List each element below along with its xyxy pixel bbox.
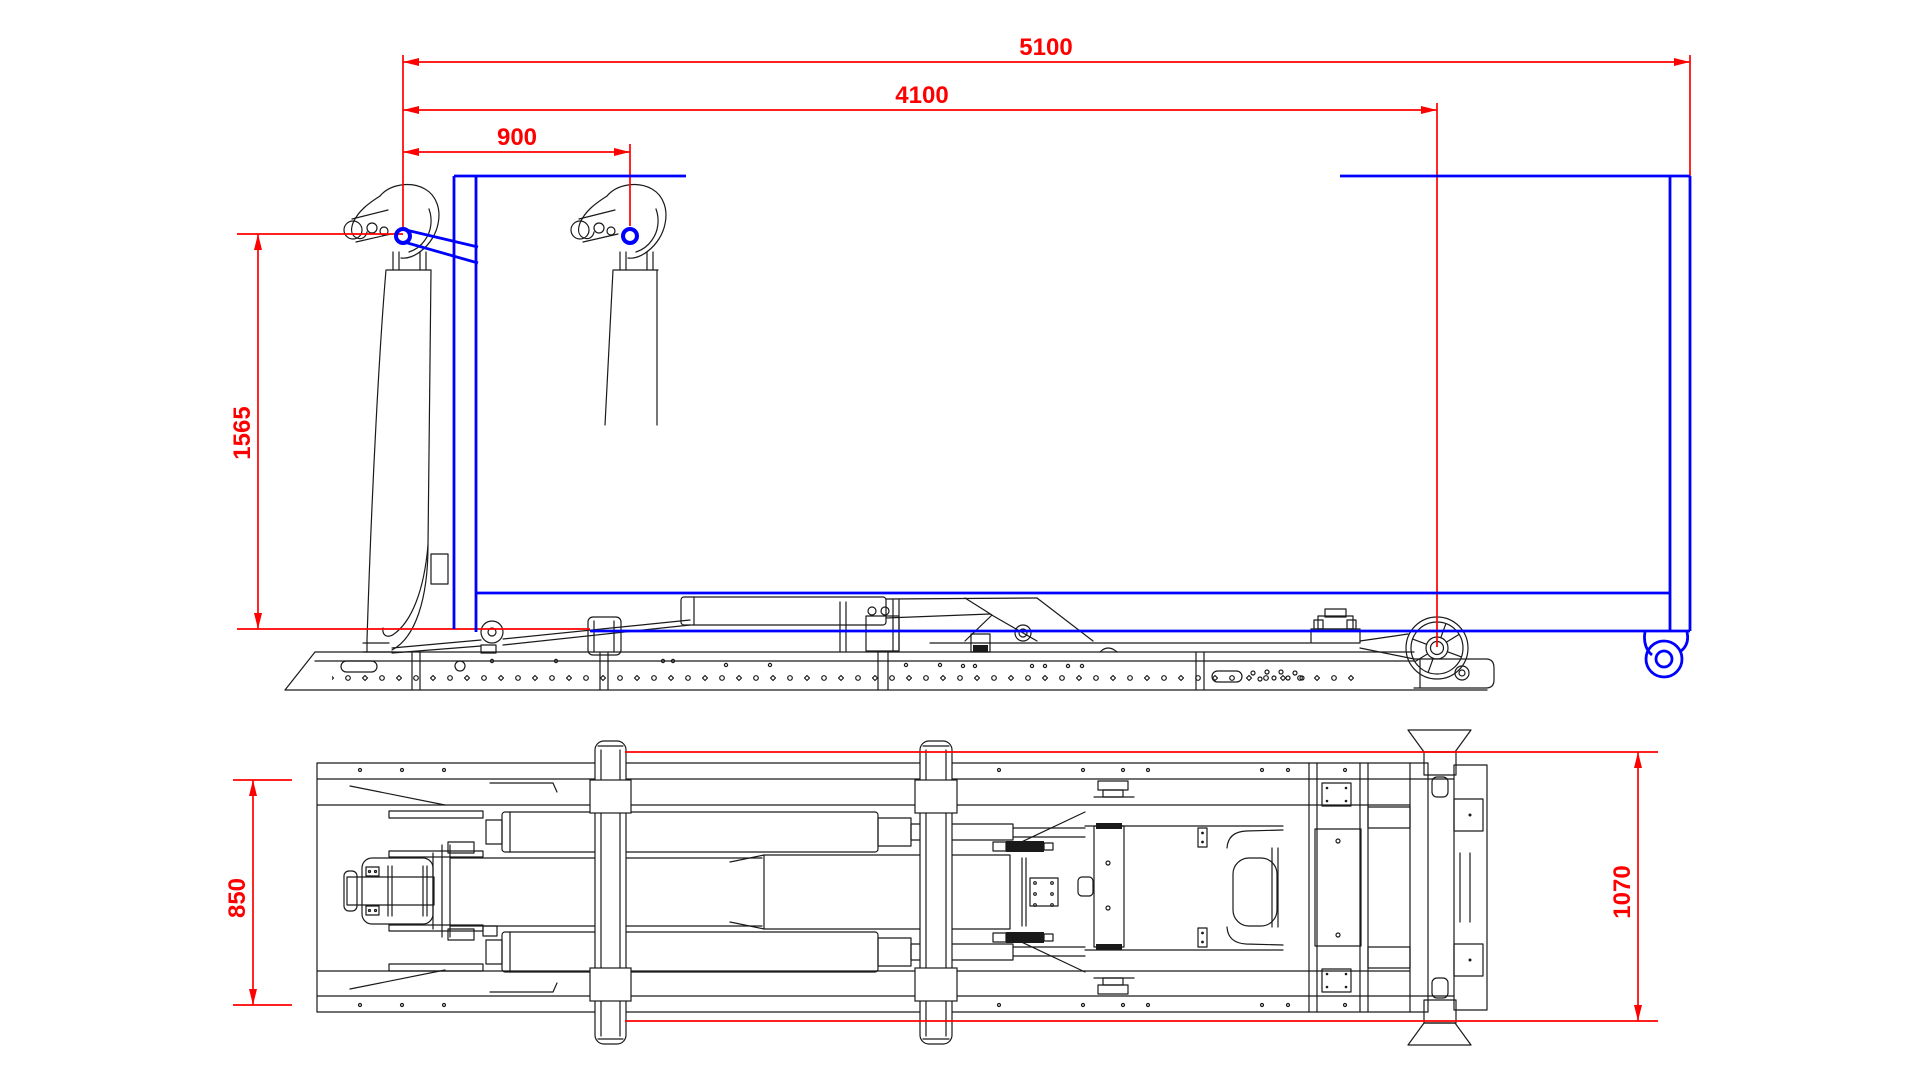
lift-bar-section-phantom (621, 227, 639, 245)
guide-funnel-bottom (1407, 1022, 1472, 1046)
rear-frame-plan (1197, 729, 1488, 1046)
dim-5100-label: 5100 (1019, 34, 1072, 61)
dimension-annotations: 5100 4100 900 1565 850 (224, 34, 1691, 1022)
dim-1565-label: 1565 (229, 406, 256, 459)
dim-5100: 5100 (403, 34, 1690, 66)
side-view-equipment (284, 183, 1495, 691)
dim-4100: 4100 (403, 82, 1437, 114)
chassis-rail (284, 647, 1488, 691)
hook-carriage-plan (343, 841, 763, 941)
tie-bars (388, 810, 484, 972)
dim-900-label: 900 (497, 124, 537, 151)
plan-frame-rails (316, 762, 1455, 1013)
boom-plan (729, 811, 1094, 973)
rear-cross-member (1093, 780, 1135, 995)
telescopic-boom (680, 596, 1311, 653)
flange-holes (357, 767, 1348, 1008)
container-outline (394, 174, 1692, 679)
hydraulic-cylinder-bottom (485, 931, 1086, 973)
plan-view-equipment (316, 729, 1488, 1046)
rivet-hole-row (332, 670, 1358, 682)
container-rear-roller (1643, 631, 1690, 679)
container-rear-wall (1668, 176, 1692, 631)
container-lift-bar-link (403, 228, 479, 265)
hook-arm (362, 269, 449, 653)
dim-4100-label: 4100 (895, 82, 948, 109)
rear-hole-cluster (1250, 669, 1305, 682)
dim-1070: 1070 (625, 751, 1658, 1022)
dim-850-label: 850 (224, 878, 251, 918)
guide-cross-tubes (589, 740, 958, 1045)
lift-bar-section-front (394, 227, 412, 245)
rear-roller-assembly (1310, 608, 1495, 689)
container-front-wall (452, 176, 478, 632)
hydraulic-cylinder-top (485, 811, 1086, 853)
dim-1565: 1565 (229, 233, 590, 630)
phantom-arm-stub (604, 269, 658, 426)
dim-900: 900 (403, 124, 630, 156)
extra-holes (489, 658, 1085, 669)
dim-1070-label: 1070 (1609, 865, 1636, 918)
dim-850: 850 (224, 779, 292, 1006)
